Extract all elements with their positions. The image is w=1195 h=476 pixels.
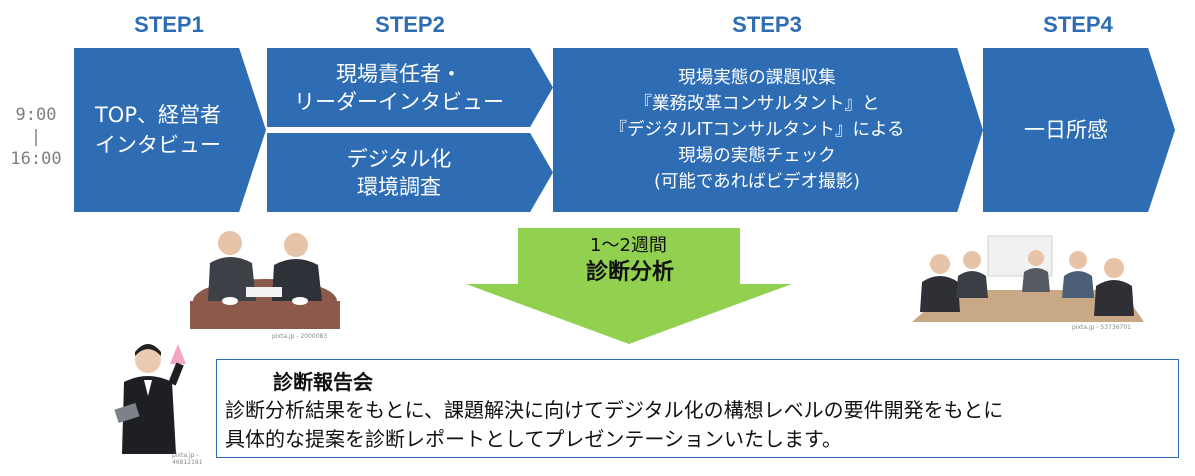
step4-text: 一日所感	[1024, 118, 1108, 142]
report-box: 診断報告会 診断分析結果をもとに、課題解決に向けてデジタル化の構想レベルの要件開…	[216, 359, 1179, 458]
step1-box: TOP、経営者 インタビュー	[74, 48, 266, 212]
presenter-illustration-wrap: pixta.jp - 46812191	[106, 336, 206, 466]
time-separator: |	[30, 127, 42, 147]
step2-bottom-text: デジタル化 環境調査	[346, 146, 452, 199]
step2-title: STEP2	[375, 12, 445, 37]
report-body: 診断分析結果をもとに、課題解決に向けてデジタル化の構想レベルの要件開発をもとに …	[225, 398, 1004, 451]
step4-box: 一日所感	[983, 48, 1175, 212]
left-photo-caption: pixta.jp - 2000083	[272, 333, 328, 340]
right-photo-caption: pixta.jp - 53736701	[1072, 324, 1131, 331]
meeting-illustration	[912, 235, 1144, 322]
step4-title: STEP4	[1043, 12, 1113, 37]
meeting-photo: pixta.jp - 53736701	[908, 234, 1146, 331]
report-title: 診断報告会	[273, 370, 373, 394]
interview-photo: pixta.jp - 2000083	[190, 223, 340, 340]
presenter-illustration	[114, 344, 186, 454]
analysis-title: 診断分析	[586, 260, 675, 285]
time-end: 16:00	[10, 149, 62, 169]
step2-top-text: 現場責任者・ リーダーインタビュー	[294, 61, 504, 114]
presenter-caption: pixta.jp - 46812191	[172, 452, 203, 466]
interview-illustration	[190, 223, 340, 333]
time-range: 9:00 | 16:00	[6, 104, 66, 170]
analysis-label: 1〜2週間 診断分析	[540, 234, 740, 288]
step3-box: 現場実態の課題収集 『業務改革コンサルタント』と 『デジタルITコンサルタント』…	[553, 48, 983, 212]
step2-top-box: 現場責任者・ リーダーインタビュー	[267, 48, 553, 127]
step1-title: STEP1	[134, 12, 204, 37]
analysis-period: 1〜2週間	[590, 235, 667, 256]
step2-bottom-box: デジタル化 環境調査	[267, 133, 553, 212]
step3-text: 現場実態の課題収集 『業務改革コンサルタント』と 『デジタルITコンサルタント』…	[609, 68, 905, 192]
time-start: 9:00	[15, 105, 57, 125]
analysis-arrow	[466, 228, 792, 344]
step1-text: TOP、経営者 インタビュー	[94, 103, 222, 157]
step3-title: STEP3	[732, 12, 802, 37]
